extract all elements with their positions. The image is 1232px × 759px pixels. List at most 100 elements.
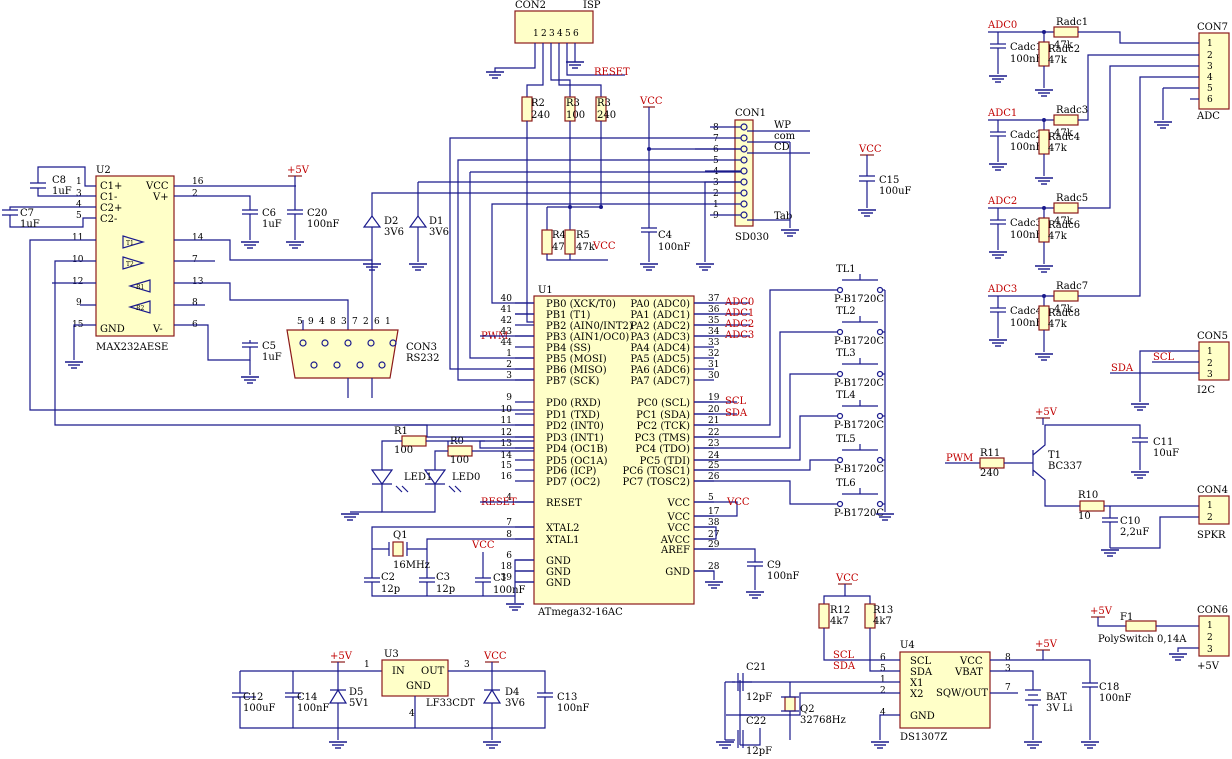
net-vcc-u1: VCC [726,497,750,508]
u1-right-pin-num: 29 [708,540,720,550]
u3-gnd: GND [406,681,431,692]
r3b-val: 240 [597,110,616,121]
con3-pin-6: 6 [374,317,380,327]
switch-name: P-B1720C [834,508,884,519]
con6-pin-2: 2 [1207,633,1213,643]
r13-val: 4k7 [873,616,892,627]
switch-ref: TL2 [836,306,856,317]
c1-val: 100nF [493,585,526,596]
switch-name: P-B1720C [834,294,884,305]
con6-name: +5V [1197,661,1220,672]
u1-left-pin-num: 3 [506,371,512,381]
net-scl-u1: SCL [725,396,747,407]
u1-left-pin-label: PD4 (OC1B) [546,444,608,455]
u2-pin-11: 11 [72,233,83,243]
con1-pin-2: 2 [713,189,719,199]
t1-val: BC337 [1048,461,1082,472]
u4-scl: SCL [910,656,932,667]
switch-name: P-B1720C [834,464,884,475]
u1-left-pin-label: GND [546,567,571,578]
u3-lf33-regulator: U3 LF33CDT IN OUT GND [381,649,475,709]
r2-val: 240 [531,110,550,121]
r1-ref: R1 [394,426,408,437]
con7-pin-5: 5 [1207,84,1213,94]
con4-name: SPKR [1197,530,1226,541]
con5-pin-1: 1 [1207,347,1213,357]
capacitor-c11 [1132,437,1148,470]
con3-pin-8: 8 [330,317,336,327]
capacitor-c6 [174,195,258,240]
r10-val: 10 [1078,511,1091,522]
u2-ref: U2 [96,165,111,176]
u1-right-pin-num: 24 [708,451,720,461]
con3-pin-9: 9 [308,317,314,327]
con1-sd-connector: CON1 SD030 8 7 6 5 4 3 2 1 9 WP com CD T… [713,108,796,243]
con3-pin-5: 5 [297,317,303,327]
con3-name: RS232 [406,353,439,364]
c4-val: 100nF [658,242,691,253]
u1-left-pin-label: RESET [546,498,582,509]
con3-pin-7: 7 [352,317,358,327]
c11-val: 10uF [1153,448,1179,459]
u1-right-pin-num: 34 [708,327,720,337]
u1-right-pin-label: PC7 (TOSC2) [623,477,691,488]
c21-val: 12pF [746,692,772,703]
diode-d2 [362,214,382,228]
u1-right-pin-label: PC6 (TOSC1) [623,466,691,477]
adc-r2-ref: Radc8 [1048,308,1080,319]
adc-cap-ref: Cadc2 [1010,130,1042,141]
con6-pin-3: 3 [1207,645,1213,655]
u4-vbat: VBAT [954,667,983,678]
u1-right-pin-label: PA7 (ADC7) [630,376,690,387]
switch-ref: TL1 [836,264,856,275]
c9-val: 100nF [767,571,800,582]
zener-d4 [482,662,502,740]
u1-left-pin-num: 42 [501,316,512,326]
con7-pin-3: 3 [1207,62,1213,72]
c20-ref: C20 [307,208,327,219]
u1-right-pin-label: AVCC [660,535,691,546]
c10-val: 2,2uF [1120,527,1149,538]
u3-ref: U3 [384,649,399,660]
con3-pin-1: 1 [385,317,391,327]
u4-pin-2: 2 [880,686,886,696]
c5-val: 1uF [262,352,282,363]
con7-adc-connector: CON7 ADC 1 2 3 4 5 6 [1196,22,1230,122]
u1-left-pin-num: 12 [501,428,512,438]
u2-pin-16: 16 [192,177,204,187]
bat-val: 3V Li [1046,703,1073,714]
u1-right-pin-num: 19 [708,393,720,403]
con1-pin-3: 3 [713,178,719,188]
adc-cap-ref: Cadc3 [1010,218,1042,229]
u1-right-pin-label: PA5 (ADC5) [630,354,690,365]
c15-ref: C15 [879,175,899,186]
c5-ref: C5 [262,341,276,352]
u2-pin-7: 7 [192,255,198,265]
u1-left-pin-num: 4 [506,493,512,503]
con2-ref: CON2 [515,0,546,11]
u1-right-pin-num: 5 [708,493,714,503]
u4-ds1307: U4 DS1307Z SCL SDA X1 X2 GND VCC VBAT SQ… [899,640,991,743]
con6-pin-1: 1 [1207,621,1213,631]
net-vcc-c4: VCC [639,96,663,107]
net-adc3-u1: ADC3 [724,330,754,341]
q2-ref: Q2 [800,704,815,715]
con5-name: I2C [1197,385,1215,396]
u4-x2: X2 [910,689,923,700]
u2-c1m: C1- [100,192,117,203]
con2-pin-3: 3 [549,29,555,39]
r11-val: 240 [980,468,999,479]
r2-ref: R2 [531,98,545,109]
u2-max232: U2 MAX232AESE C1+ C1- C2+ C2- GND VCC V+… [95,165,175,353]
switch-array: TL1P-B1720CTL2P-B1720CTL3P-B1720CTL4P-B1… [834,264,885,519]
c8-val: 1uF [52,186,72,197]
con2-pin-5: 5 [565,29,571,39]
u2-t1: T1 [126,240,134,247]
con4-spkr-connector: CON4 SPKR 1 2 [1197,485,1230,541]
u1-left-pin-num: 16 [501,472,513,482]
u1-left-pin-label: PD2 (INT0) [546,421,604,432]
adc-series-resistor [1053,26,1079,38]
